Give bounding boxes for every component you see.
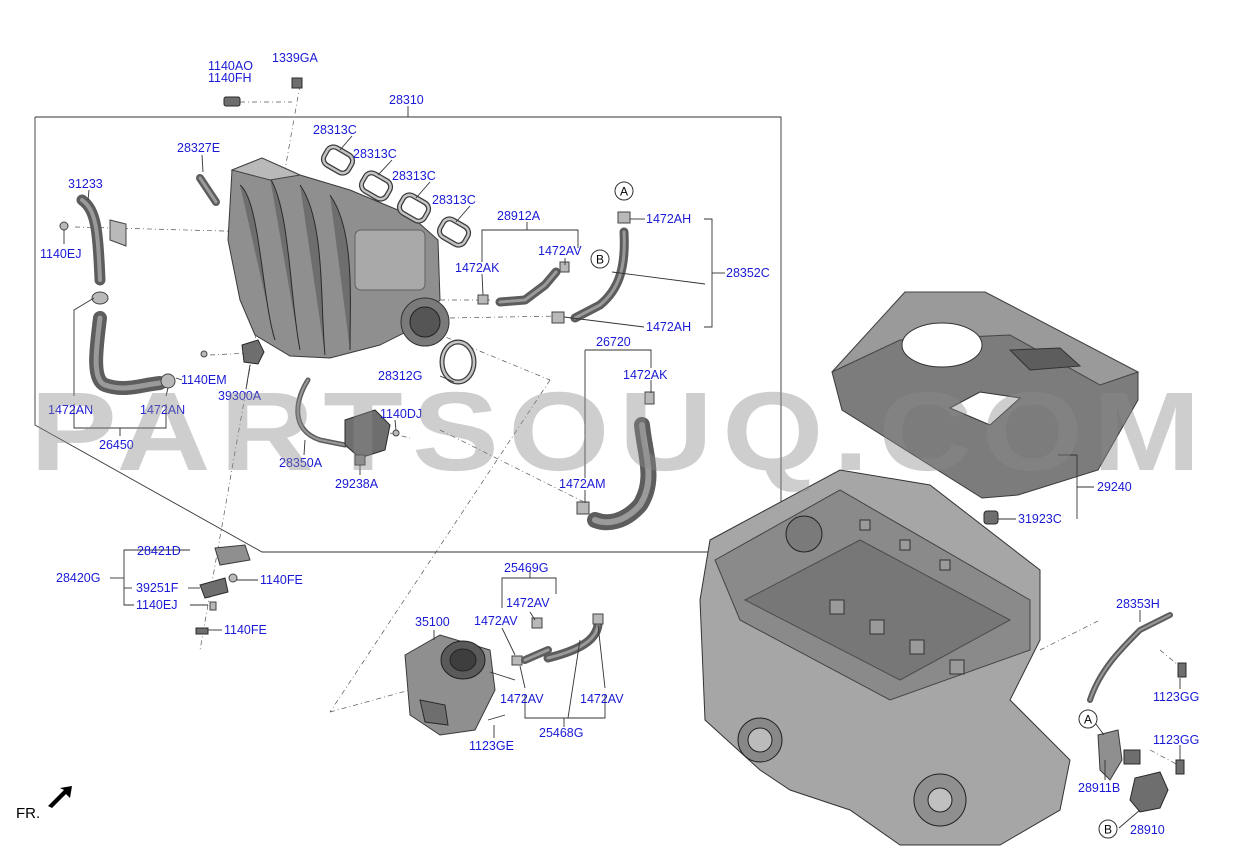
valve-29238A [344, 409, 391, 466]
part-label[interactable]: 26720 [596, 335, 631, 349]
assembly-frame [34, 116, 782, 553]
part-label[interactable]: 25469G [504, 561, 548, 575]
front-direction-label: FR. [16, 805, 40, 822]
part-label[interactable]: 1140EJ [136, 598, 177, 612]
part-label[interactable]: 1140EJ [40, 247, 81, 261]
part-label[interactable]: 1472AV [580, 692, 624, 706]
part-label[interactable]: 28313C [353, 147, 397, 161]
part-label[interactable]: 28910 [1130, 823, 1165, 837]
callout-a-top-text: A [620, 185, 628, 199]
hose-26720 [576, 391, 657, 531]
part-label[interactable]: 28327E [177, 141, 220, 155]
part-label[interactable]: 1472AM [559, 477, 606, 491]
bolts-top [59, 77, 400, 437]
part-label[interactable]: 1123GE [469, 739, 514, 753]
part-label[interactable]: 28310 [389, 93, 424, 107]
part-label[interactable]: 31233 [68, 177, 103, 191]
part-label[interactable]: 28313C [432, 193, 476, 207]
part-label[interactable]: 1472AN [48, 403, 93, 417]
part-label[interactable]: 28352C [726, 266, 770, 280]
hose-28352C [551, 211, 631, 324]
sensor-39300A [200, 339, 265, 365]
part-label[interactable]: 1472AH [646, 212, 691, 226]
part-label[interactable]: 1140FE [224, 623, 267, 637]
part-labels: 1140AO 1140FH 1339GA 28310 28313C 28313C… [40, 51, 1199, 837]
part-label[interactable]: 1472AV [500, 692, 544, 706]
part-label[interactable]: 31923C [1018, 512, 1062, 526]
part-label[interactable]: 1140AO [208, 59, 253, 73]
leader-lines [63, 106, 1181, 829]
part-label[interactable]: 1472AK [623, 368, 668, 382]
part-label[interactable]: 1140FE [260, 573, 303, 587]
tube-28350A [295, 377, 348, 448]
part-label[interactable]: 26450 [99, 438, 134, 452]
part-label[interactable]: 1140DJ [380, 407, 422, 421]
callout-b-bottom-text: B [1104, 823, 1112, 837]
part-label[interactable]: 28313C [392, 169, 436, 183]
part-label[interactable]: 1140FH [208, 71, 252, 85]
pipe-28353H [1087, 612, 1187, 703]
hoses-25469G-25468G [511, 613, 604, 666]
part-label[interactable]: 35100 [415, 615, 450, 629]
part-label[interactable]: 39300A [218, 389, 262, 403]
part-label[interactable]: 1472AH [646, 320, 691, 334]
manifold-throttle-flange [400, 297, 450, 347]
pipe-31233 [76, 194, 127, 286]
part-label[interactable]: 28353H [1116, 597, 1160, 611]
callout-b-top: B [590, 249, 610, 269]
part-label[interactable]: 29238A [335, 477, 379, 491]
part-label[interactable]: 1472AN [140, 403, 185, 417]
part-label[interactable]: 28911B [1078, 781, 1120, 795]
throttle-body-35100 [404, 634, 516, 736]
callout-a-bottom-text: A [1084, 713, 1092, 727]
part-label[interactable]: 1123GG [1153, 690, 1199, 704]
part-label[interactable]: 1472AV [506, 596, 550, 610]
part-label[interactable]: 28313C [313, 123, 357, 137]
part-label[interactable]: 28421D [137, 544, 181, 558]
part-label[interactable]: 1123GG [1153, 733, 1199, 747]
part-label[interactable]: 28350A [279, 456, 323, 470]
part-label[interactable]: 1339GA [272, 51, 319, 65]
callout-a-top: A [614, 181, 634, 201]
engine-block [699, 469, 1071, 846]
fitting-28327E [196, 174, 220, 206]
valve-28911B-28910 [1097, 729, 1185, 813]
bracket-28420G [195, 544, 251, 635]
gasket-28312G [439, 339, 477, 385]
part-label[interactable]: 25468G [539, 726, 583, 740]
part-label[interactable]: 39251F [136, 581, 179, 595]
hose-28912A [477, 261, 570, 307]
part-label[interactable]: 28420G [56, 571, 100, 585]
engine-cover-29240 [831, 291, 1140, 525]
callout-a-bottom: A [1078, 709, 1098, 729]
part-label[interactable]: 28312G [378, 369, 422, 383]
callout-b-top-text: B [596, 253, 604, 267]
callout-b-bottom: B [1098, 819, 1118, 839]
intake-manifold [227, 157, 441, 359]
part-label[interactable]: 1472AV [538, 244, 582, 258]
part-label[interactable]: 28912A [497, 209, 541, 223]
part-label[interactable]: 1140EM [181, 373, 227, 387]
part-label[interactable]: 29240 [1097, 480, 1132, 494]
watermark: PARTSOUQ.COM [30, 369, 1210, 494]
part-label[interactable]: 1472AV [474, 614, 518, 628]
port-gaskets-28313C [320, 144, 472, 248]
front-direction-arrow-icon [48, 786, 72, 808]
part-label[interactable]: 1472AK [455, 261, 500, 275]
